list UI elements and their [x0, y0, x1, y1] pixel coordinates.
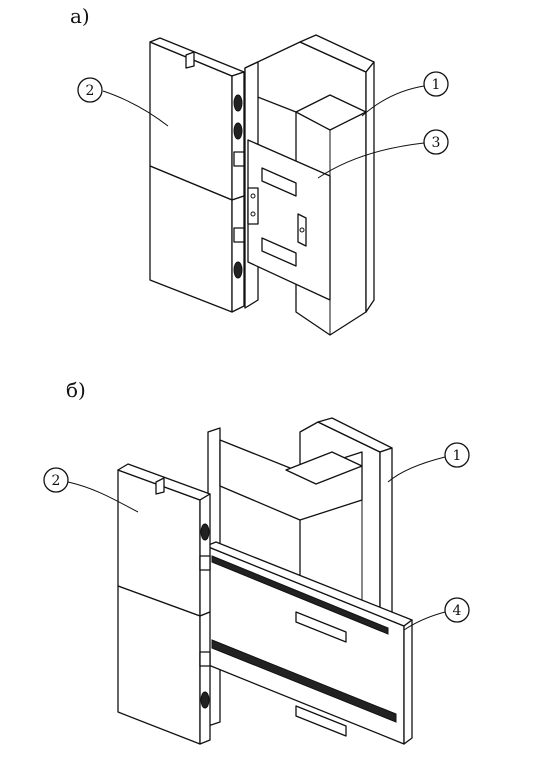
svg-text:1: 1 — [432, 77, 441, 93]
panel-bottom-a — [149, 165, 245, 313]
callout-b-2: 2 — [43, 467, 139, 513]
svg-text:4: 4 — [453, 603, 462, 619]
callout-a-2: 2 — [77, 77, 169, 127]
callout-a-3: 3 — [317, 129, 449, 179]
panel-bottom-b — [117, 585, 211, 745]
assembly-b: 2 1 4 — [43, 417, 470, 745]
bracket-a — [247, 139, 331, 301]
svg-text:2: 2 — [52, 473, 61, 489]
panel-top-b — [117, 463, 211, 617]
callout-a-1: 1 — [361, 71, 449, 117]
svg-text:1: 1 — [453, 448, 462, 464]
callout-b-1: 1 — [387, 442, 470, 483]
svg-text:2: 2 — [86, 83, 95, 99]
svg-text:3: 3 — [432, 135, 441, 151]
figure-label-b: б) — [66, 378, 86, 402]
figure-label-a: а) — [70, 4, 90, 28]
callout-b-4: 4 — [403, 597, 470, 631]
assembly-a: 2 1 3 — [77, 34, 449, 336]
rail-b — [205, 541, 413, 745]
